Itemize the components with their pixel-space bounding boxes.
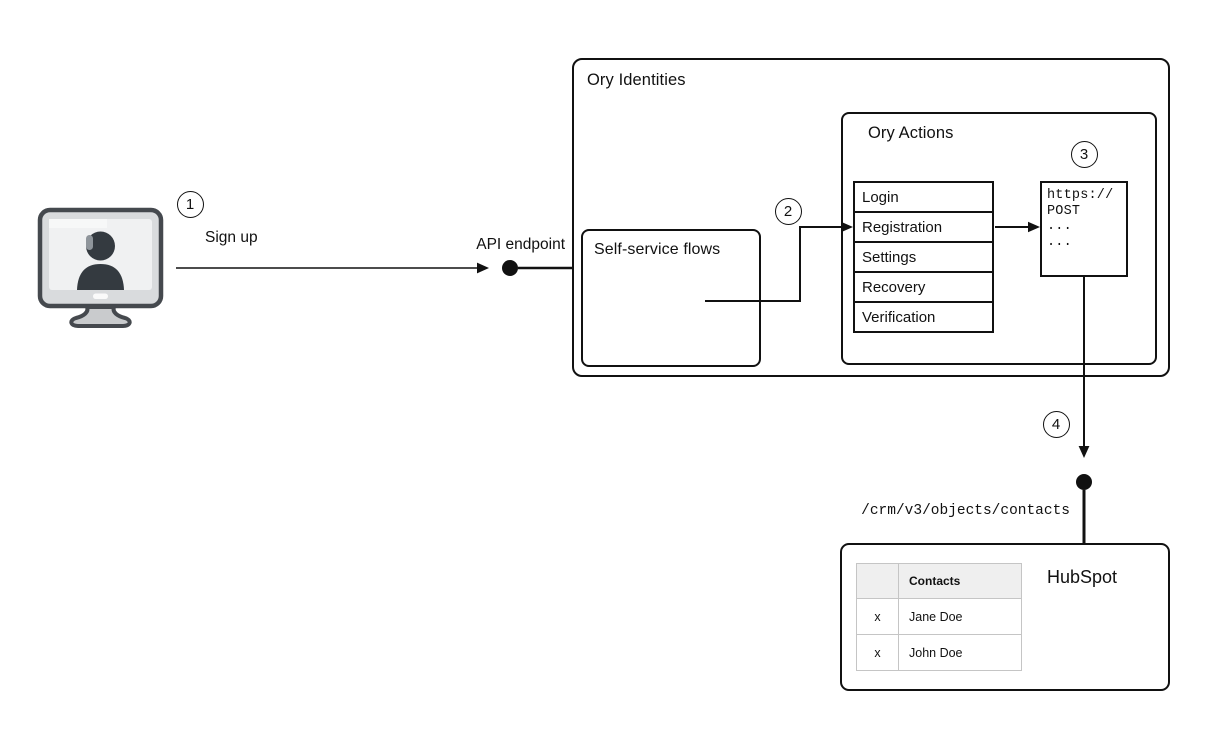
step-number: 3 bbox=[1079, 145, 1089, 163]
code-line-ellipsis: ... bbox=[1047, 234, 1072, 250]
step-badge-4: 4 bbox=[1042, 410, 1070, 438]
step-badge-3: 3 bbox=[1070, 140, 1098, 168]
user-terminal-icon bbox=[37, 207, 164, 328]
contacts-table: Contacts x Jane Doe x John Doe bbox=[856, 563, 1022, 671]
flows-list: Login Registration Settings Recovery Ver… bbox=[853, 181, 994, 333]
self-service-flows-title: Self-service flows bbox=[594, 241, 721, 258]
crm-path-label: /crm/v3/objects/contacts bbox=[861, 503, 1070, 519]
step-number: 4 bbox=[1051, 415, 1061, 433]
step-badge-1: 1 bbox=[176, 190, 204, 218]
contact-name: John Doe bbox=[898, 634, 1022, 671]
code-line-ellipsis: ... bbox=[1047, 219, 1072, 234]
monitor-stand bbox=[69, 305, 132, 328]
contact-row: x John Doe bbox=[856, 634, 1022, 671]
step-number: 1 bbox=[185, 195, 195, 213]
contacts-header-label: Contacts bbox=[898, 563, 1022, 599]
ory-actions-title: Ory Actions bbox=[868, 124, 954, 142]
ory-identities-title: Ory Identities bbox=[587, 71, 686, 89]
contacts-header-row: Contacts bbox=[856, 563, 1022, 599]
api-endpoint-dot bbox=[502, 260, 518, 276]
contact-mark: x bbox=[856, 634, 899, 671]
user-silhouette-head bbox=[86, 231, 115, 261]
flow-row-verification: Verification bbox=[862, 308, 936, 326]
user-silhouette-highlight bbox=[86, 235, 93, 250]
contacts-header-empty bbox=[856, 563, 899, 599]
flow-row-recovery: Recovery bbox=[855, 273, 992, 303]
code-line-url: https:// bbox=[1047, 188, 1114, 203]
monitor-screen-glare bbox=[49, 219, 107, 228]
hubspot-arrowhead bbox=[1078, 446, 1090, 458]
self-service-flows-box: Self-service flows bbox=[581, 229, 761, 367]
api-endpoint-label: API endpoint bbox=[476, 236, 565, 253]
flow-row-settings: Settings bbox=[855, 243, 992, 273]
flow-row-registration: Registration bbox=[855, 213, 992, 243]
monitor-button bbox=[93, 293, 108, 299]
sign-up-label: Sign up bbox=[205, 229, 258, 246]
code-line-method: POST bbox=[1047, 203, 1081, 219]
hubspot-title: HubSpot bbox=[1047, 567, 1118, 587]
contact-row: x Jane Doe bbox=[856, 598, 1022, 635]
contact-name: Jane Doe bbox=[898, 598, 1022, 635]
step-badge-2: 2 bbox=[774, 197, 802, 225]
contact-mark: x bbox=[856, 598, 899, 635]
hubspot-box: HubSpot Contacts x Jane Doe x John Doe bbox=[840, 543, 1170, 691]
flow-row-login: Login bbox=[855, 183, 992, 213]
webhook-code-box: https:// POST ... ... bbox=[1040, 181, 1128, 277]
step-number: 2 bbox=[783, 202, 793, 220]
hubspot-endpoint-dot bbox=[1076, 474, 1092, 490]
signup-arrowhead bbox=[477, 262, 489, 274]
user-silhouette-shoulders bbox=[77, 264, 124, 290]
